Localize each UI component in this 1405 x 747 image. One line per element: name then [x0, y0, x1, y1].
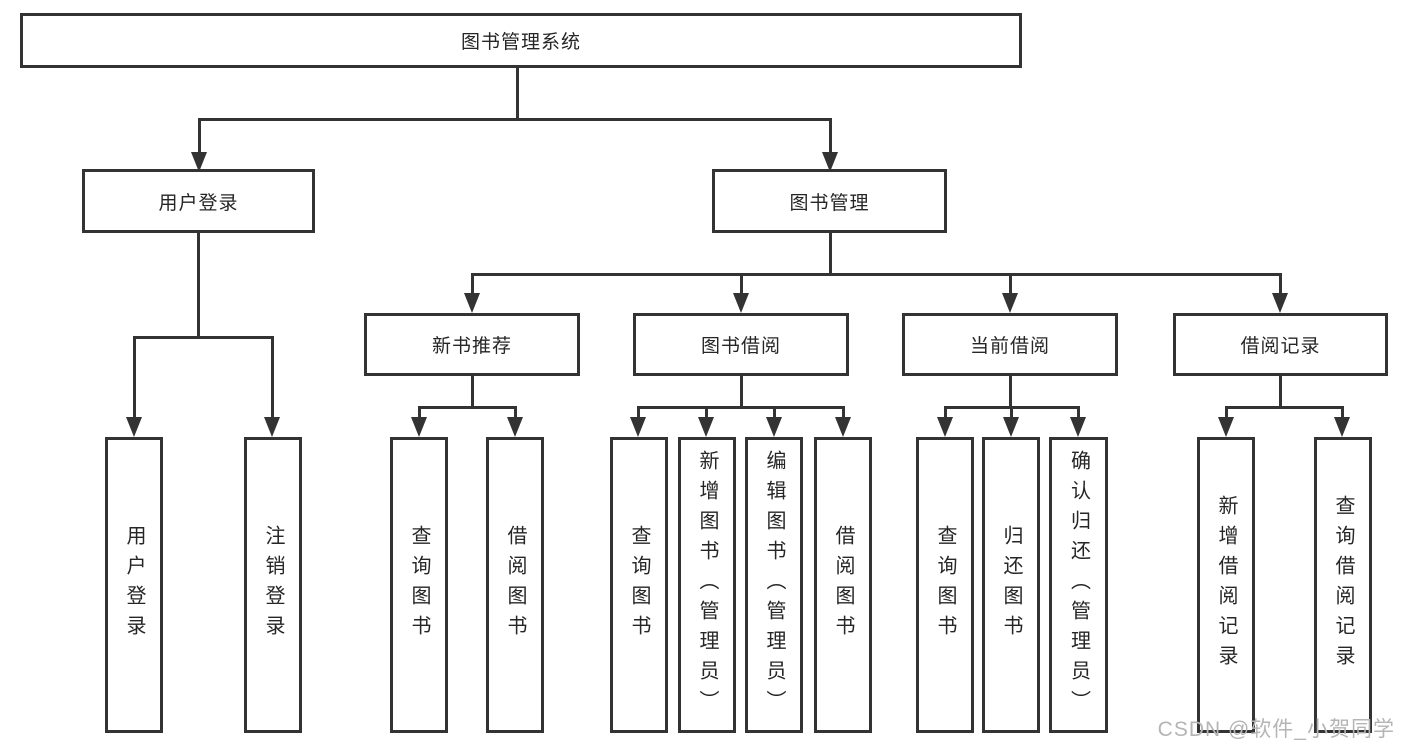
arrow-down-icon	[1070, 417, 1086, 437]
arrow-down-icon	[630, 417, 646, 437]
node-book-borrow: 图书借阅	[633, 313, 849, 376]
leaf-add-book-admin-label: 新增图书（管理员）	[696, 450, 718, 720]
node-user-login-label: 用户登录	[158, 192, 239, 214]
leaf-borrow-books-recommend: 借阅图书	[486, 437, 544, 733]
node-book-management-label: 图书管理	[789, 192, 870, 214]
connector-line	[417, 406, 421, 419]
connector-line	[196, 233, 200, 336]
connector-root-hbar	[197, 118, 832, 121]
arrow-down-icon	[126, 417, 142, 437]
leaf-confirm-return-admin: 确认归还（管理员）	[1049, 437, 1108, 733]
leaf-user-login: 用户登录	[105, 437, 163, 733]
connector-root-stub	[515, 68, 519, 118]
leaf-query-books-current-label: 查询图书	[934, 525, 956, 645]
leaf-query-borrow-record-label: 查询借阅记录	[1332, 495, 1354, 675]
leaf-query-books-recommend: 查询图书	[390, 437, 448, 733]
node-borrow-records-label: 借阅记录	[1240, 336, 1321, 357]
connector-line	[943, 406, 947, 419]
node-new-book-recommend: 新书推荐	[364, 313, 580, 376]
leaf-query-books-current: 查询图书	[916, 437, 974, 733]
node-borrow-records: 借阅记录	[1173, 313, 1388, 376]
connector-hbar	[417, 406, 517, 409]
leaf-query-books-borrow: 查询图书	[610, 437, 668, 733]
leaf-borrow-books-recommend-label: 借阅图书	[504, 525, 526, 645]
arrow-down-icon	[1002, 293, 1018, 313]
arrow-down-icon	[507, 417, 523, 437]
connector-hbar	[132, 336, 274, 339]
csdn-watermark: CSDN @软件_小贺同学	[1157, 718, 1395, 741]
connector-line	[1076, 406, 1080, 419]
connector-line	[636, 406, 640, 419]
connector-hbar	[470, 273, 1282, 276]
connector-line	[704, 406, 708, 419]
leaf-user-login-label: 用户登录	[123, 525, 145, 645]
node-book-management: 图书管理	[712, 169, 947, 233]
node-root: 图书管理系统	[20, 13, 1022, 68]
connector-hbar	[636, 406, 845, 409]
leaf-logout: 注销登录	[244, 437, 302, 733]
arrow-down-icon	[733, 293, 749, 313]
arrow-down-icon	[1218, 417, 1234, 437]
arrow-down-icon	[835, 417, 851, 437]
arrow-down-icon	[822, 152, 838, 172]
connector-line	[828, 118, 832, 154]
leaf-add-book-admin: 新增图书（管理员）	[678, 437, 736, 733]
leaf-borrow-books-label: 借阅图书	[832, 525, 854, 645]
connector-line	[739, 376, 743, 406]
connector-hbar	[1224, 406, 1344, 409]
leaf-logout-label: 注销登录	[262, 525, 284, 645]
node-current-borrow-label: 当前借阅	[969, 336, 1050, 357]
connector-line	[270, 336, 274, 419]
connector-line	[1224, 406, 1228, 419]
arrow-down-icon	[937, 417, 953, 437]
connector-line	[739, 273, 743, 295]
connector-line	[841, 406, 845, 419]
arrow-down-icon	[464, 293, 480, 313]
arrow-down-icon	[191, 152, 207, 172]
connector-line	[470, 376, 474, 406]
connector-line	[470, 273, 474, 295]
arrow-down-icon	[264, 417, 280, 437]
connector-line	[1278, 273, 1282, 295]
connector-line	[513, 406, 517, 419]
leaf-query-books-borrow-label: 查询图书	[628, 525, 650, 645]
arrow-down-icon	[766, 417, 782, 437]
connector-line	[1279, 376, 1282, 406]
arrow-down-icon	[1272, 293, 1288, 313]
leaf-confirm-return-admin-label: 确认归还（管理员）	[1067, 450, 1090, 720]
arrow-down-icon	[411, 417, 427, 437]
connector-line	[772, 406, 776, 419]
arrow-down-icon	[698, 417, 714, 437]
leaf-return-books-label: 归还图书	[1000, 525, 1022, 645]
connector-line	[197, 118, 201, 154]
node-current-borrow: 当前借阅	[902, 313, 1118, 376]
connector-line	[1340, 406, 1344, 419]
connector-line	[1008, 273, 1012, 295]
connector-line	[132, 336, 136, 419]
arrow-down-icon	[1003, 417, 1019, 437]
leaf-query-borrow-record: 查询借阅记录	[1314, 437, 1372, 733]
leaf-edit-book-admin-label: 编辑图书（管理员）	[763, 450, 785, 720]
leaf-add-borrow-record-label: 新增借阅记录	[1215, 495, 1237, 675]
connector-line	[1009, 406, 1013, 419]
leaf-borrow-books: 借阅图书	[814, 437, 872, 733]
node-user-login: 用户登录	[82, 169, 315, 233]
arrow-down-icon	[1334, 417, 1350, 437]
leaf-query-books-recommend-label: 查询图书	[408, 525, 430, 645]
connector-line	[828, 233, 832, 276]
connector-line	[1008, 376, 1012, 406]
leaf-add-borrow-record: 新增借阅记录	[1197, 437, 1255, 733]
node-book-borrow-label: 图书借阅	[700, 336, 781, 357]
node-new-book-recommend-label: 新书推荐	[431, 336, 512, 357]
leaf-return-books: 归还图书	[982, 437, 1040, 733]
node-root-label: 图书管理系统	[460, 32, 581, 53]
leaf-edit-book-admin: 编辑图书（管理员）	[745, 437, 803, 733]
